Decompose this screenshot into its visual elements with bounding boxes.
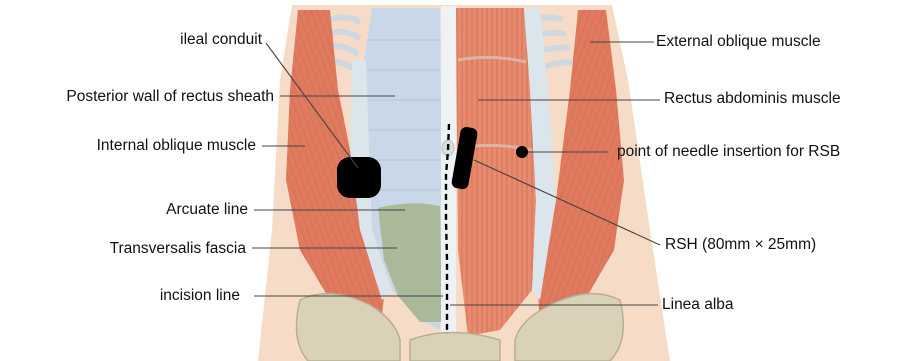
label-external-oblique: External oblique muscle [656, 33, 821, 51]
label-rectus-abdominis: Rectus abdominis muscle [664, 90, 841, 108]
label-linea-alba: Linea alba [662, 296, 734, 314]
label-ileal-conduit: ileal conduit [180, 31, 262, 49]
label-posterior-wall: Posterior wall of rectus sheath [66, 88, 274, 106]
label-needle-insertion: point of needle insertion for RSB [617, 143, 840, 161]
label-arcuate-line: Arcuate line [166, 201, 248, 219]
label-incision-line: incision line [160, 287, 240, 305]
label-internal-oblique: Internal oblique muscle [97, 137, 256, 155]
ileal-conduit-marker [337, 157, 381, 198]
label-transversalis-fascia: Transversalis fascia [110, 240, 246, 258]
label-rsh: RSH (80mm × 25mm) [665, 236, 816, 254]
needle-insertion-point [516, 146, 528, 158]
